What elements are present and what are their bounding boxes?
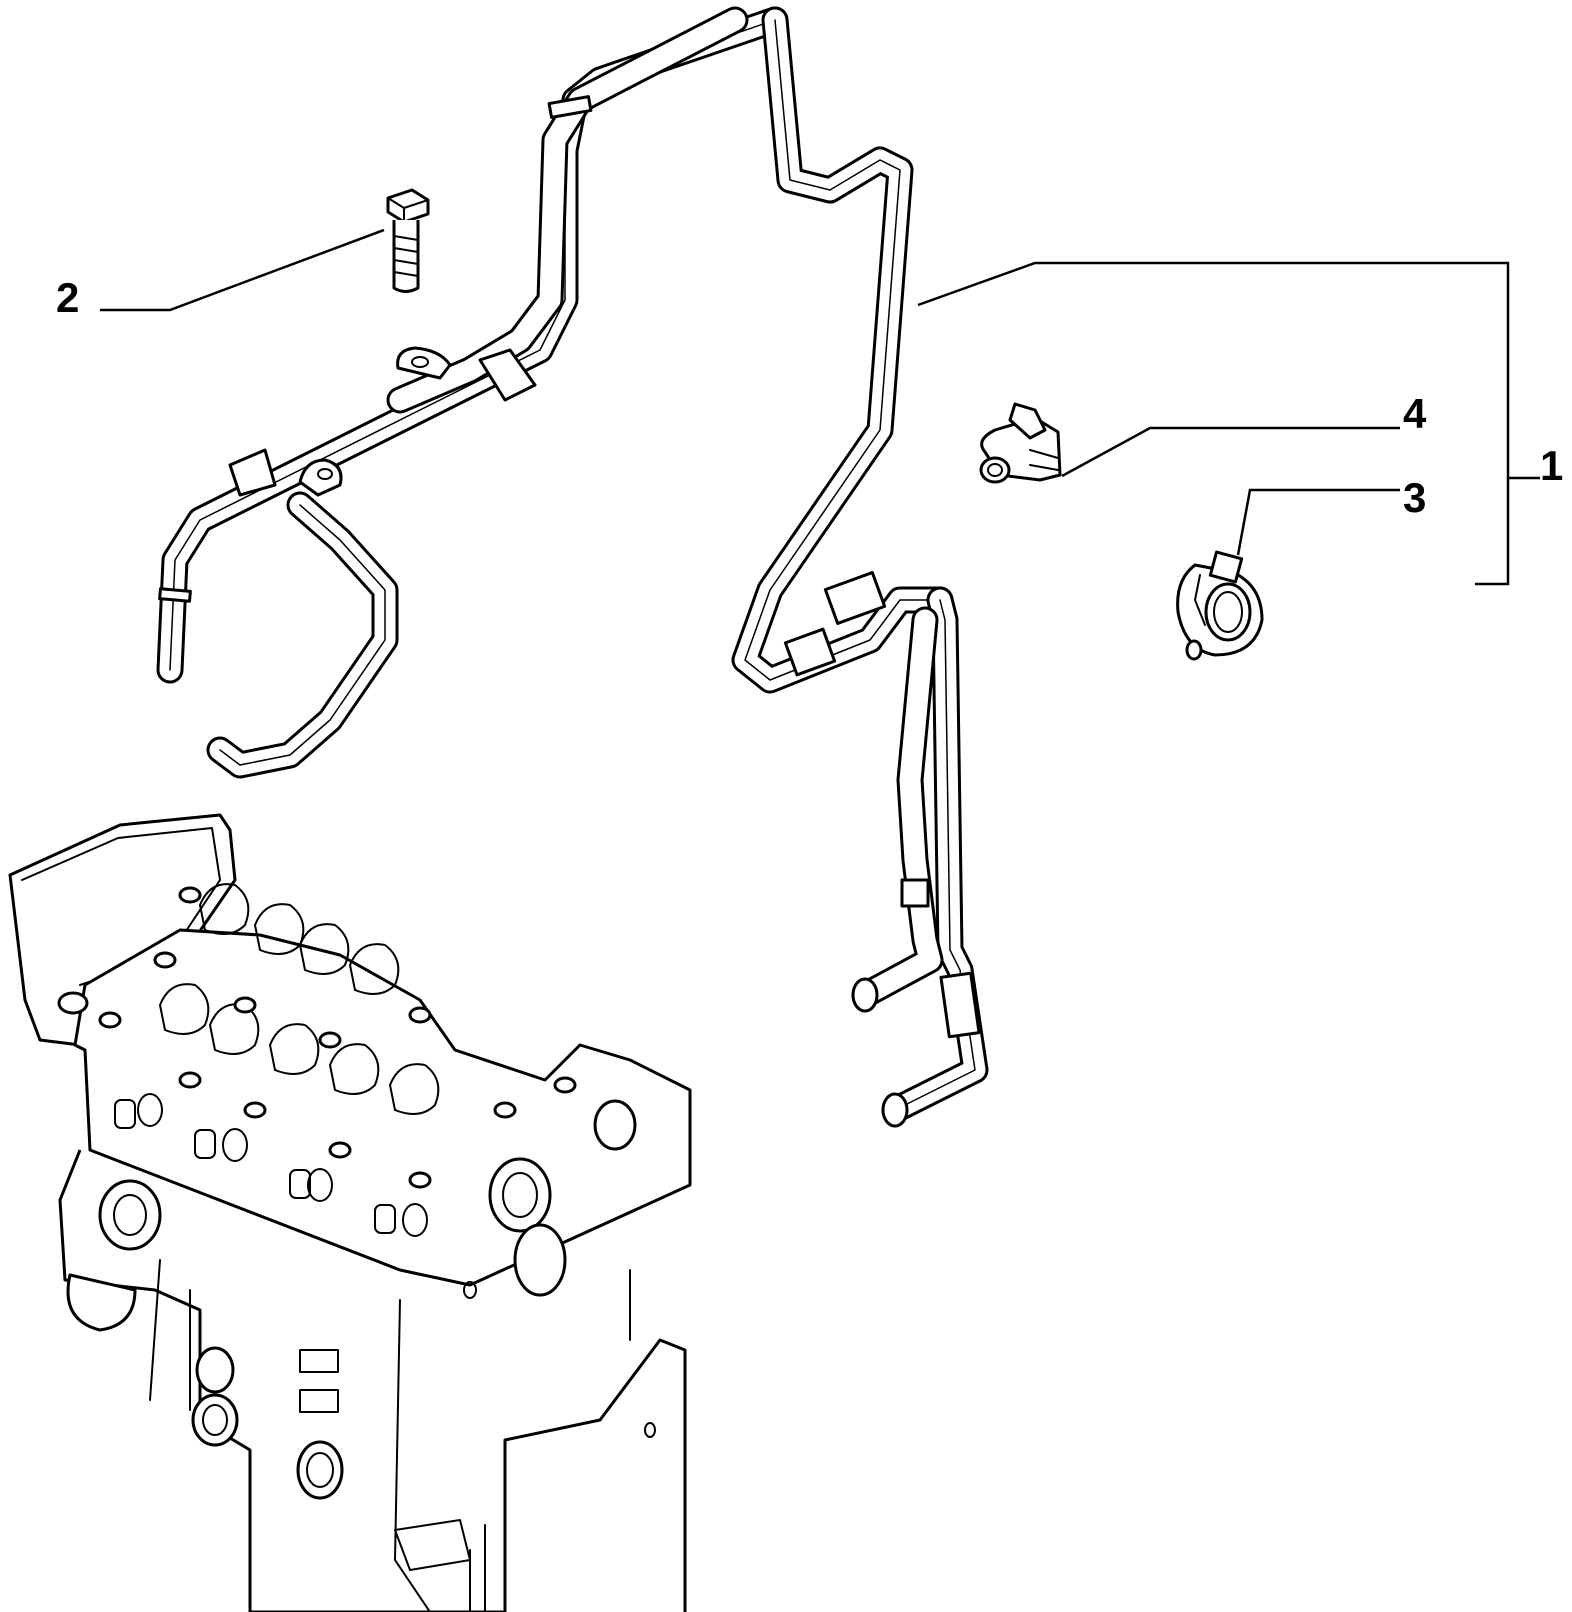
hose-clip[interactable]	[979, 402, 1062, 484]
callout-1[interactable]: 1	[1540, 442, 1563, 489]
leader-line-3	[1236, 488, 1400, 556]
leader-line-4	[1061, 426, 1400, 478]
hose-clamp[interactable]	[1176, 550, 1264, 661]
leader-lines	[100, 228, 1540, 586]
engine-cylinder-head	[8, 813, 692, 1612]
leader-line-1	[917, 261, 1540, 586]
hex-bolt[interactable]	[386, 188, 430, 293]
callout-4[interactable]: 4	[1403, 390, 1427, 437]
coolant-pipe-assembly[interactable]	[156, 6, 989, 1128]
callout-3[interactable]: 3	[1403, 474, 1426, 521]
leader-line-2	[100, 228, 385, 312]
callout-2[interactable]: 2	[56, 274, 79, 321]
